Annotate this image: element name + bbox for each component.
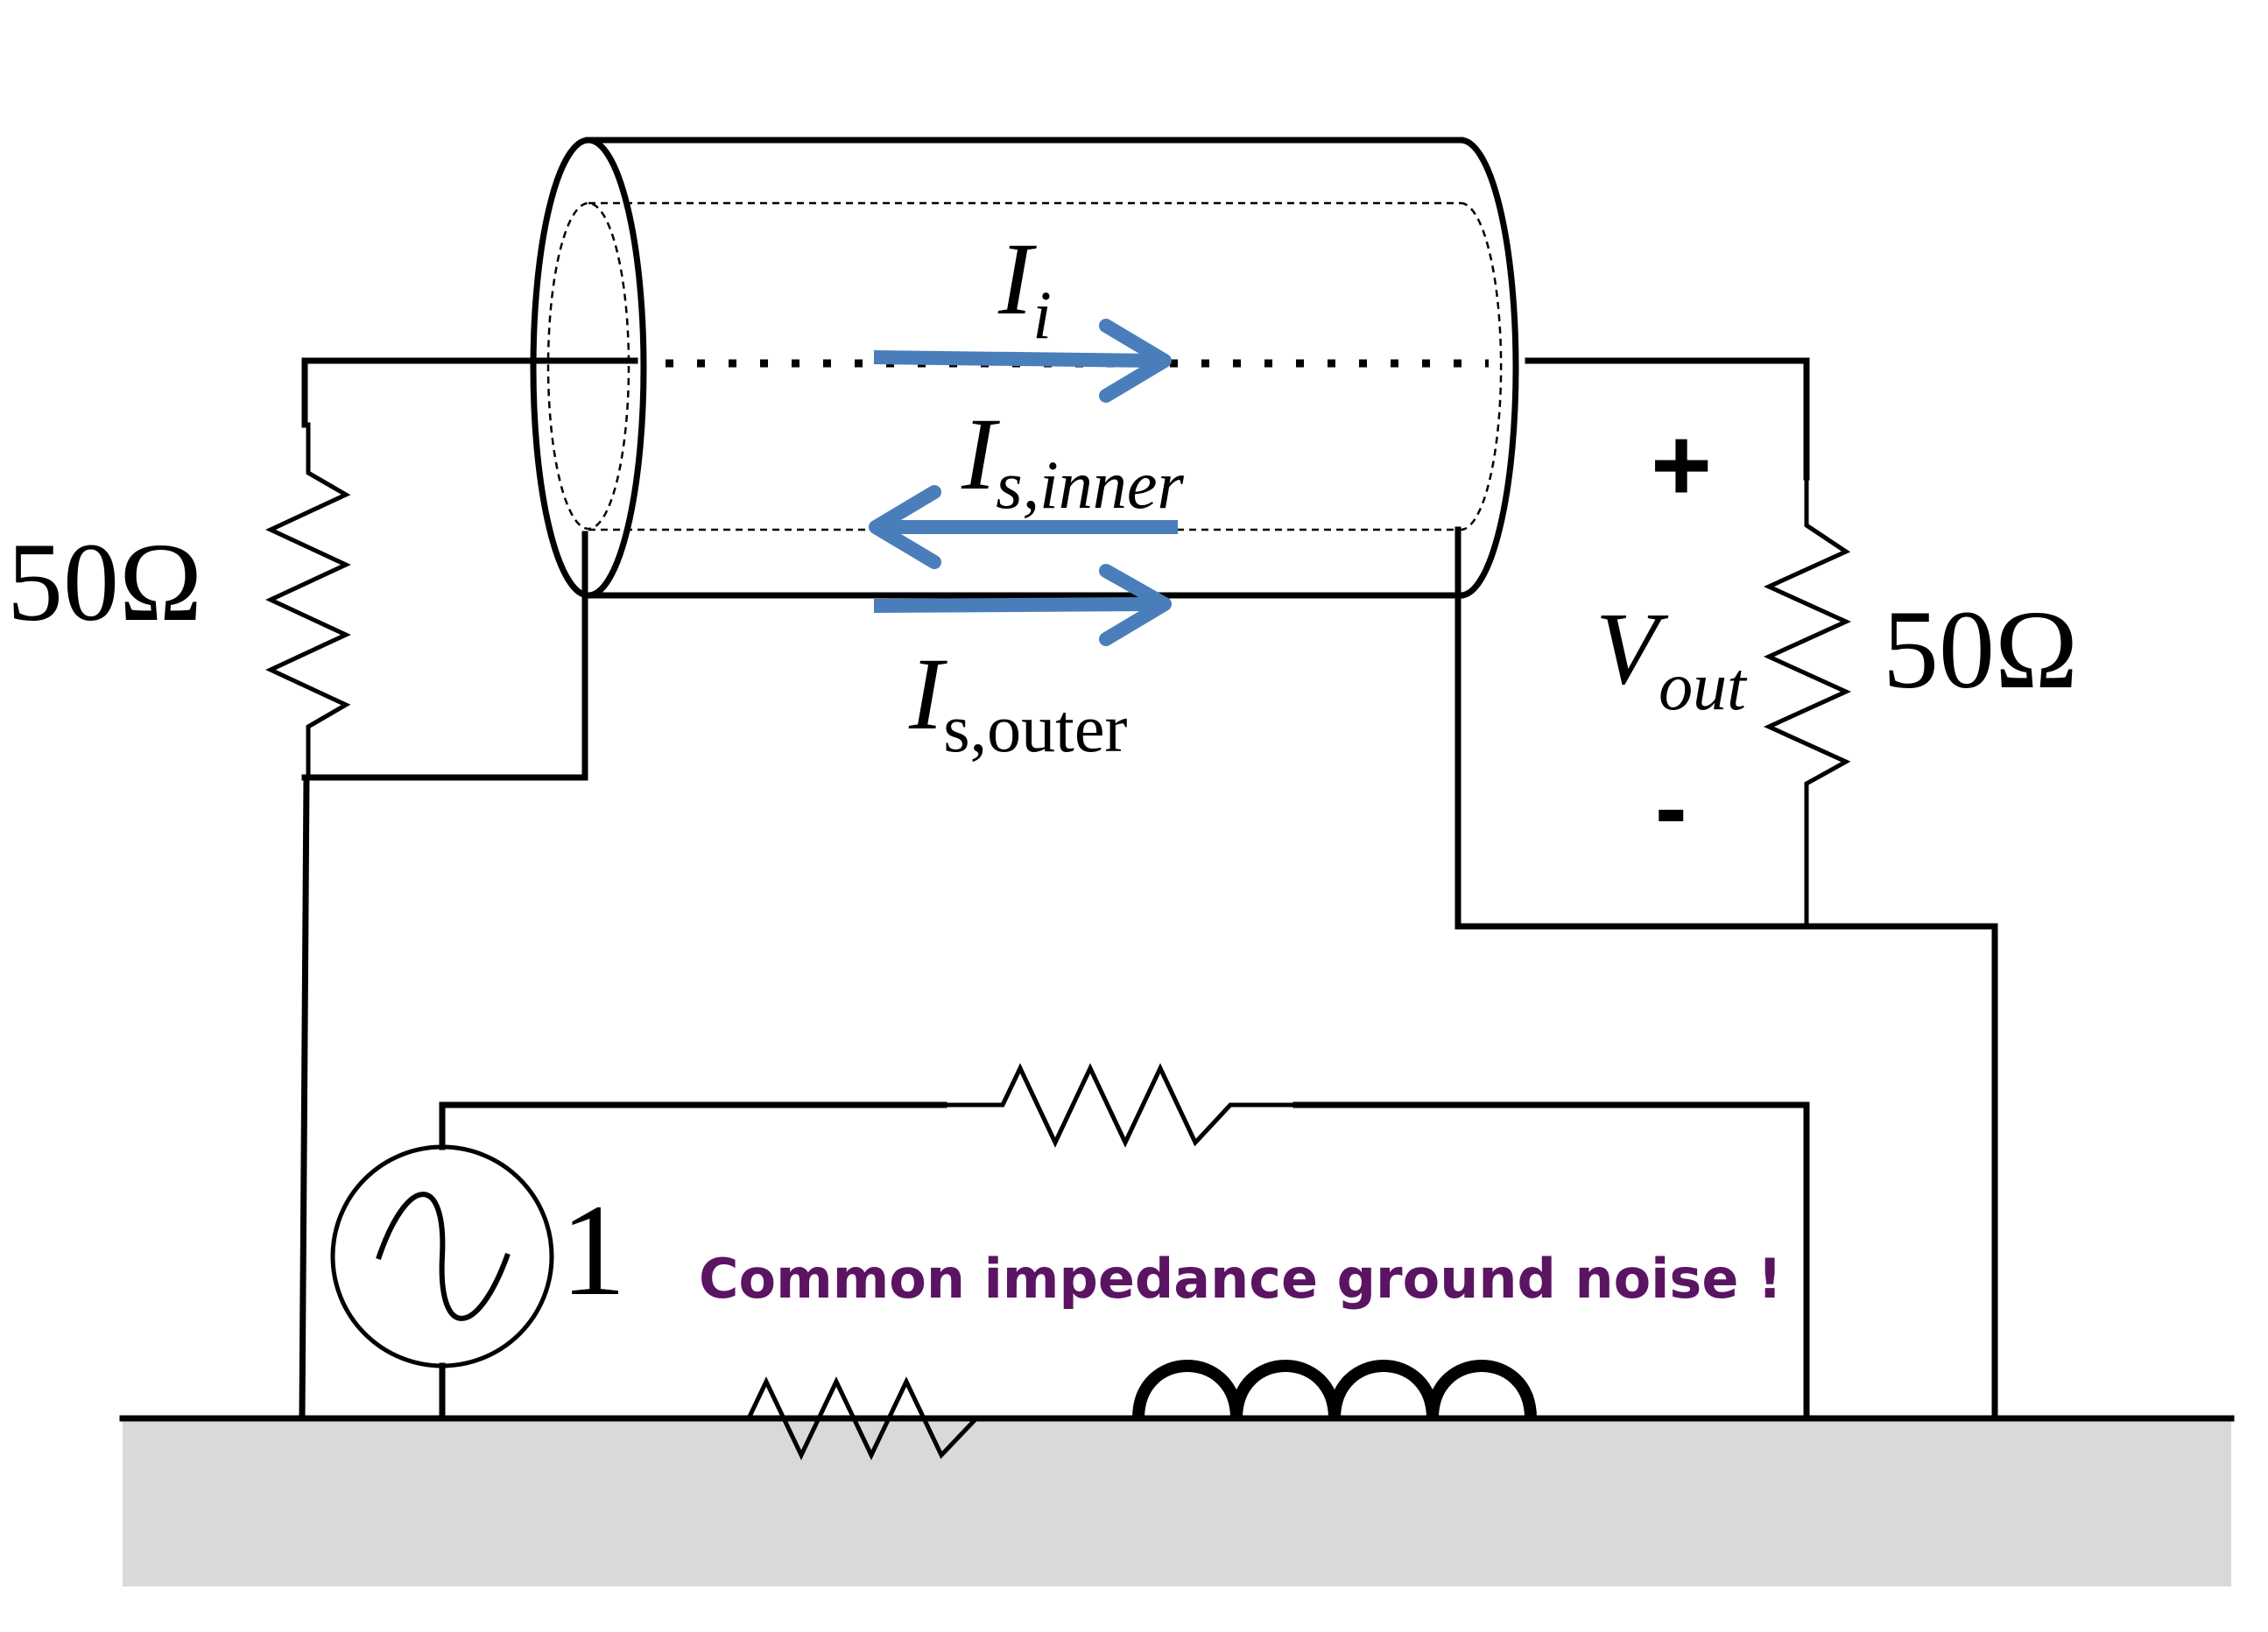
current-i-s-outer-label: Is,outer [908,637,1127,766]
arrow-i-inner [873,319,1172,403]
current-i-s-inner-label: Is,inner [961,397,1184,523]
ground-loop-top-left [439,1101,947,1150]
left-resistor-label: 50Ω [7,520,202,644]
inductor-icon [1069,1360,1593,1422]
right-shield-wire [1454,526,1998,1422]
right-resistor-label: 50Ω [1883,587,2078,712]
ground-plane [123,1418,2231,1586]
left-ground-wire [299,774,310,1422]
ground-loop-top-right [1292,1101,1810,1422]
resistor-icon [265,422,351,780]
v-out-plus: + [1651,406,1712,524]
ground-noise-note: Common impedance ground noise ! [699,1247,1782,1311]
left-top-wire [301,357,638,428]
ac-source-icon [330,1144,554,1368]
arrow-i-s-inner [869,485,1178,569]
right-top-wire [1525,357,1810,481]
v-out-label: Vout [1595,591,1748,724]
arrow-i-s-outer [873,564,1172,646]
resistor-icon [941,1063,1299,1148]
left-bottom-wire [301,531,588,781]
v-out-minus: - [1655,754,1687,862]
resistor-icon [689,1376,1045,1460]
resistor-icon [1763,475,1852,929]
source-value-label: 1 [560,1178,626,1323]
current-i-inner-label: Ii [997,222,1052,353]
